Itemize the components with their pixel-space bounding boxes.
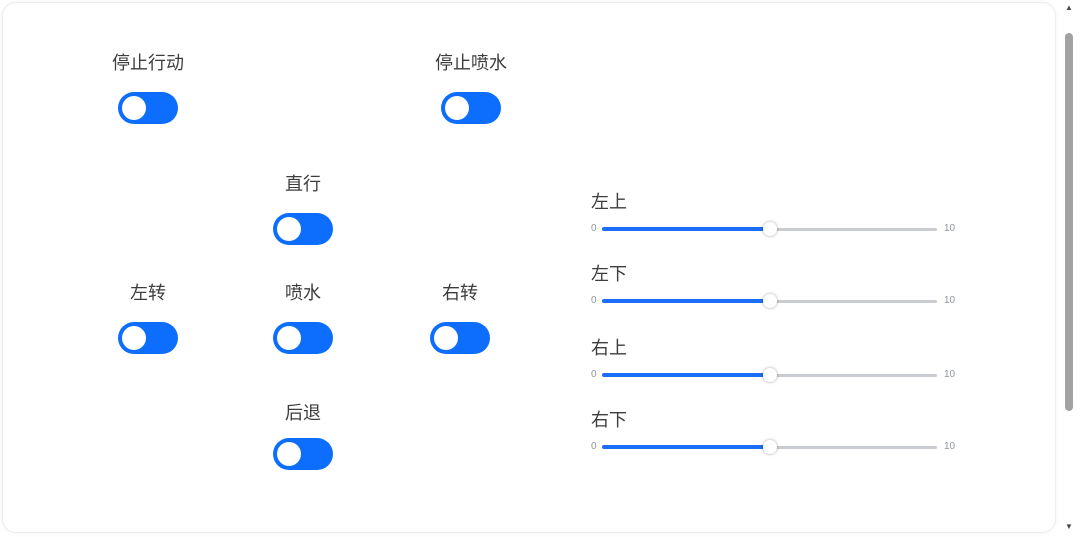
scrollbar-down-arrow-icon[interactable]: ▼ bbox=[1065, 522, 1073, 531]
control-panel: 停止行动 停止喷水 直行 左转 喷水 右转 后退 bbox=[2, 2, 1056, 533]
slider-track-right-top[interactable] bbox=[602, 368, 937, 382]
slider-label-left-bottom: 左下 bbox=[591, 264, 627, 284]
toggle-knob bbox=[122, 96, 146, 120]
slider-track-left-top[interactable] bbox=[602, 222, 937, 236]
toggle-group-stop-move: 停止行动 bbox=[68, 51, 228, 124]
toggle-label-turn-left: 左转 bbox=[130, 283, 166, 303]
slider-label-left-top: 左上 bbox=[591, 192, 627, 212]
slider-max-label: 10 bbox=[944, 369, 956, 380]
slider-group-right-bottom: 右下 0 10 bbox=[591, 408, 957, 454]
toggle-label-turn-right: 右转 bbox=[442, 283, 478, 303]
scrollbar-thumb[interactable] bbox=[1065, 33, 1073, 411]
toggle-knob bbox=[277, 217, 301, 241]
toggle-switch-turn-right[interactable] bbox=[430, 322, 490, 354]
slider-thumb-left-top[interactable] bbox=[762, 222, 777, 236]
slider-group-left-top: 左上 0 10 bbox=[591, 190, 957, 236]
toggle-label-backward: 后退 bbox=[285, 403, 321, 423]
toggle-knob bbox=[445, 96, 469, 120]
slider-track-left-bottom[interactable] bbox=[602, 294, 937, 308]
toggle-label-forward: 直行 bbox=[285, 174, 321, 194]
slider-min-label: 0 bbox=[591, 295, 597, 306]
slider-min-label: 0 bbox=[591, 223, 597, 234]
toggle-label-stop-spray: 停止喷水 bbox=[435, 53, 507, 73]
slider-thumb-right-bottom[interactable] bbox=[762, 440, 777, 454]
toggle-knob bbox=[434, 326, 458, 350]
slider-group-right-top: 右上 0 10 bbox=[591, 336, 957, 382]
toggle-switch-stop-move[interactable] bbox=[118, 92, 178, 124]
slider-thumb-left-bottom[interactable] bbox=[762, 294, 777, 308]
toggle-group-backward: 后退 bbox=[223, 401, 383, 470]
toggle-label-stop-move: 停止行动 bbox=[112, 53, 184, 73]
slider-thumb-right-top[interactable] bbox=[762, 368, 777, 382]
slider-min-label: 0 bbox=[591, 369, 597, 380]
toggle-knob bbox=[122, 326, 146, 350]
toggle-switch-turn-left[interactable] bbox=[118, 322, 178, 354]
toggle-switch-backward[interactable] bbox=[273, 438, 333, 470]
slider-remaining-track bbox=[769, 446, 937, 449]
slider-max-label: 10 bbox=[944, 223, 956, 234]
toggle-group-forward: 直行 bbox=[223, 172, 383, 245]
slider-fill bbox=[602, 227, 770, 231]
toggle-knob bbox=[277, 442, 301, 466]
toggle-group-turn-left: 左转 bbox=[68, 281, 228, 354]
slider-max-label: 10 bbox=[944, 295, 956, 306]
slider-label-right-bottom: 右下 bbox=[591, 410, 627, 430]
slider-fill bbox=[602, 445, 770, 449]
toggle-group-turn-right: 右转 bbox=[380, 281, 540, 354]
vertical-scrollbar: ▲ ▼ bbox=[1058, 0, 1080, 537]
toggle-switch-spray[interactable] bbox=[273, 322, 333, 354]
toggle-label-spray: 喷水 bbox=[285, 283, 321, 303]
slider-max-label: 10 bbox=[944, 441, 956, 452]
scrollbar-up-arrow-icon[interactable]: ▲ bbox=[1065, 3, 1073, 12]
toggle-knob bbox=[277, 326, 301, 350]
slider-track-right-bottom[interactable] bbox=[602, 440, 937, 454]
toggle-group-stop-spray: 停止喷水 bbox=[391, 51, 551, 124]
toggle-switch-forward[interactable] bbox=[273, 213, 333, 245]
slider-fill bbox=[602, 299, 770, 303]
slider-group-left-bottom: 左下 0 10 bbox=[591, 262, 957, 308]
slider-label-right-top: 右上 bbox=[591, 338, 627, 358]
slider-remaining-track bbox=[769, 228, 937, 231]
toggle-switch-stop-spray[interactable] bbox=[441, 92, 501, 124]
slider-remaining-track bbox=[769, 374, 937, 377]
slider-remaining-track bbox=[769, 300, 937, 303]
slider-fill bbox=[602, 373, 770, 377]
toggle-group-spray: 喷水 bbox=[223, 281, 383, 354]
slider-min-label: 0 bbox=[591, 441, 597, 452]
